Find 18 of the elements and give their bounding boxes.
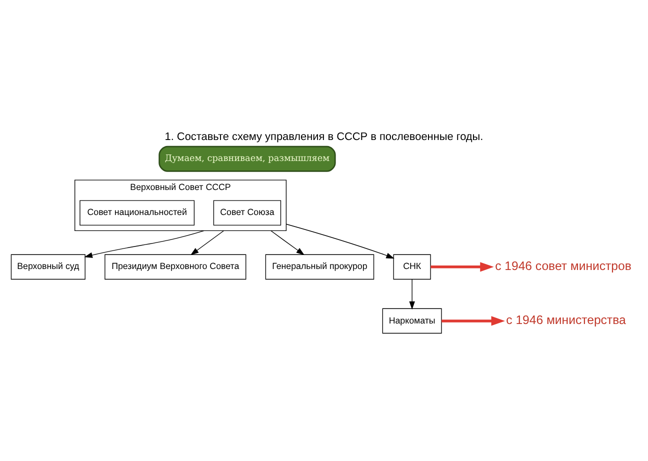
- arrow: [442, 316, 505, 326]
- node-box: Совет национальностей: [80, 200, 195, 226]
- diagram-title: 1. Составьте схему управления в СССР в послевоенные годы.: [164, 130, 484, 143]
- node-box: Генеральный прокурор: [265, 254, 374, 280]
- arrow: [430, 262, 494, 272]
- node-box: Наркоматы: [382, 308, 442, 334]
- node-text: с 1946 министерства: [506, 312, 626, 326]
- arrow: [270, 230, 305, 255]
- node-box: Верховный суд: [10, 254, 86, 280]
- node-box: Совет Союза: [213, 200, 282, 226]
- node-text: с 1946 совет министров: [495, 258, 632, 272]
- arrow: [409, 278, 415, 310]
- node-box: Президиум Верховного Совета: [104, 254, 246, 280]
- node-box: Думаем, сравниваем, размышляем: [158, 145, 336, 172]
- node-box: СНК: [393, 254, 431, 280]
- arrow: [286, 223, 394, 258]
- arrow: [84, 230, 204, 258]
- arrow: [190, 230, 224, 255]
